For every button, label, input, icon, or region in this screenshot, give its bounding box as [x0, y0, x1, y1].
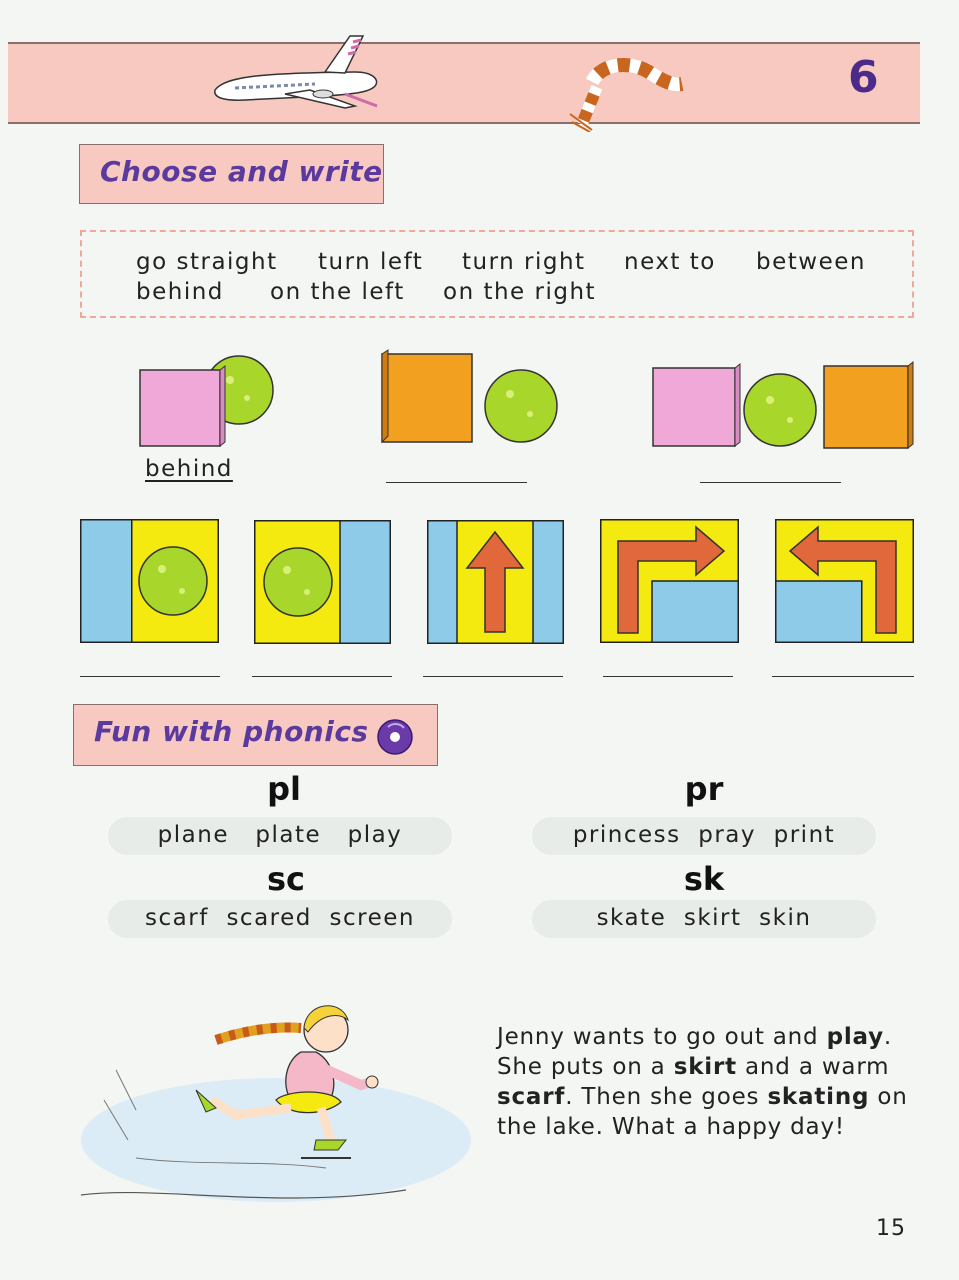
phonics-words-sk: skate skirt skin [596, 905, 812, 931]
answer-line[interactable] [603, 676, 733, 677]
story-line-3: scarf. Then she goes skating on [497, 1084, 908, 1110]
phonics-head-sk: sk [683, 860, 725, 898]
word-bank-item: turn right [462, 249, 586, 275]
ball-between-boxes-picture [652, 360, 914, 450]
word-bank-item: behind [136, 279, 224, 305]
story-line-1: Jenny wants to go out and play. [497, 1024, 893, 1050]
word-bank-item: go straight [136, 249, 278, 275]
phonics-head-sc: sc [266, 860, 305, 898]
answer-line[interactable] [772, 676, 914, 677]
phonics-head-pr: pr [684, 770, 724, 808]
word-bank-item: turn left [318, 249, 424, 275]
unit-banner [8, 42, 920, 124]
fun-with-phonics-title: Fun with phonics [73, 704, 438, 766]
answer-line[interactable] [252, 676, 392, 677]
phonics-head-pl: pl [267, 770, 301, 808]
box-behind-ball-picture [139, 355, 274, 448]
phonics-row-bg [532, 900, 876, 938]
phonics-row-bg [108, 817, 452, 855]
story-line-2: She puts on a skirt and a warm [497, 1054, 890, 1080]
phonics-words-sc: scarf scared screen [145, 905, 415, 931]
ball-on-the-left-picture [254, 520, 391, 644]
word-bank-item: on the left [270, 279, 405, 305]
answer-line[interactable] [80, 676, 220, 677]
phonics-row-bg [108, 900, 452, 938]
story-text: Jenny wants to go out and play. She puts… [497, 1022, 937, 1142]
phonics-words-pl: plane plate play [157, 822, 403, 848]
turn-right-picture [600, 519, 739, 643]
word-bank-item: next to [624, 249, 716, 275]
phonics-words-pr: princess pray print [572, 822, 836, 848]
turn-left-picture [775, 519, 914, 643]
page-number: 15 [876, 1216, 906, 1241]
airplane-icon [214, 35, 378, 109]
answer-line[interactable] [386, 482, 527, 483]
answer-line[interactable] [423, 676, 563, 677]
unit-number: 6 [848, 52, 879, 103]
choose-and-write-title: Choose and write [79, 144, 384, 204]
box-next-to-ball-picture [381, 349, 558, 444]
word-bank-box [80, 230, 914, 318]
skating-girl-illustration [80, 1005, 471, 1202]
phonics-row-bg [532, 817, 876, 855]
word-bank-item: on the right [443, 279, 597, 305]
scarf-icon [569, 58, 684, 132]
cd-icon[interactable] [376, 718, 414, 756]
example-answer: behind [145, 456, 233, 482]
go-straight-picture [427, 520, 564, 644]
ball-on-the-right-picture [80, 519, 219, 643]
answer-line[interactable] [700, 482, 841, 483]
word-bank-item: between [756, 249, 866, 275]
story-line-4: the lake. What a happy day! [497, 1114, 845, 1140]
